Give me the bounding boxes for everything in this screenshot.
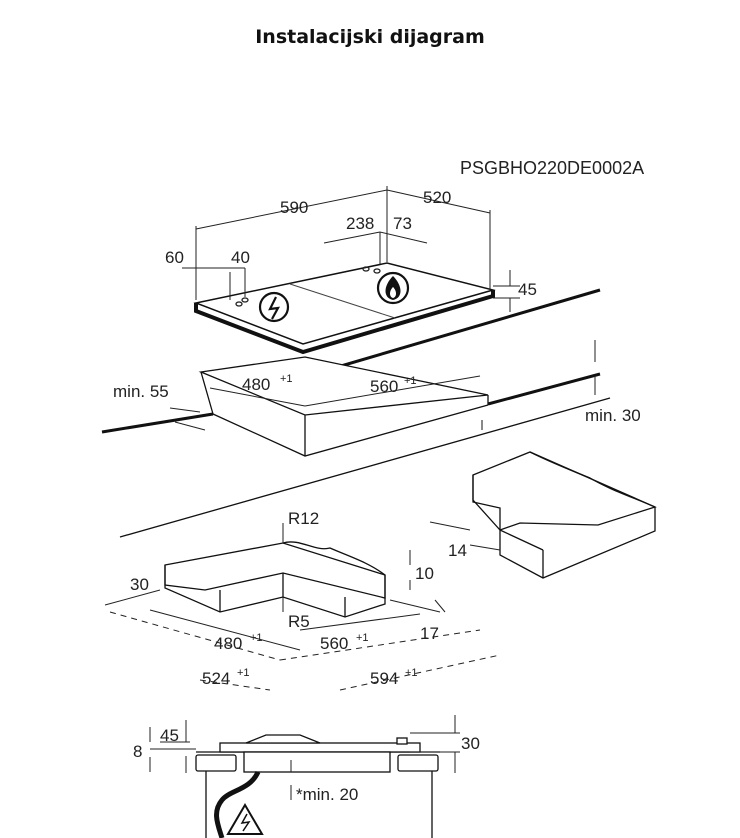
dim-min-front: min. 55 [113, 382, 169, 401]
hob-drawing [193, 262, 496, 355]
section-dimension-lines [149, 715, 460, 800]
seal-corner-drawing [472, 451, 657, 579]
dim-cutout-width: 560 [370, 377, 398, 396]
dim-seal-margin: 30 [130, 575, 149, 594]
dim-hob-width: 590 [280, 198, 308, 217]
dim-hob-height: 45 [518, 280, 537, 299]
gas-flame-icon [376, 271, 410, 305]
dim-min-back: min. 30 [585, 406, 641, 425]
dim-radius-inner: R5 [288, 612, 310, 631]
dim-cutout-depth: 480 [242, 375, 270, 394]
electric-hazard-icon [258, 291, 290, 323]
dim-seal-outer-width-tol: +1 [405, 667, 418, 679]
seal-dimension-lines [104, 521, 501, 691]
electric-warning-icon [226, 803, 264, 835]
dim-left-40: 40 [231, 248, 250, 267]
cross-section-drawing [195, 734, 440, 838]
dim-seal-inner-depth: 480 [214, 634, 242, 653]
dim-seal-inner-depth-tol: +1 [250, 632, 263, 644]
dim-hob-depth: 520 [423, 188, 451, 207]
dim-section-right: 30 [461, 734, 480, 753]
dim-seal-inner-width-tol: +1 [356, 632, 369, 644]
dim-radius-outer: R12 [288, 509, 319, 528]
model-code: PSGBHO220DE0002A [460, 158, 644, 178]
dim-section-clearance: *min. 20 [296, 785, 358, 804]
dim-left-60: 60 [165, 248, 184, 267]
dim-seal-side: 17 [420, 624, 439, 643]
dim-cutout-depth-tol: +1 [280, 373, 293, 385]
dim-seal-corner: 14 [448, 541, 467, 560]
dim-offset-238: 238 [346, 214, 374, 233]
worktop-cutout-drawing [101, 288, 611, 538]
dim-seal-outer-width: 594 [370, 669, 398, 688]
page-title: Instalacijski dijagram [255, 26, 485, 48]
dim-seal-outer-depth-tol: +1 [237, 667, 250, 679]
seal-strip-drawing [164, 541, 386, 618]
cutout-dimension-lines [169, 340, 596, 431]
dim-seal-inner-width: 560 [320, 634, 348, 653]
hob-dimension-lines [182, 186, 520, 312]
dim-offset-73: 73 [393, 214, 412, 233]
dim-seal-thickness: 10 [415, 564, 434, 583]
dim-cutout-width-tol: +1 [404, 375, 417, 387]
dim-section-glass: 8 [133, 742, 142, 761]
dim-seal-outer-depth: 524 [202, 669, 230, 688]
dim-section-top: 45 [160, 726, 179, 745]
